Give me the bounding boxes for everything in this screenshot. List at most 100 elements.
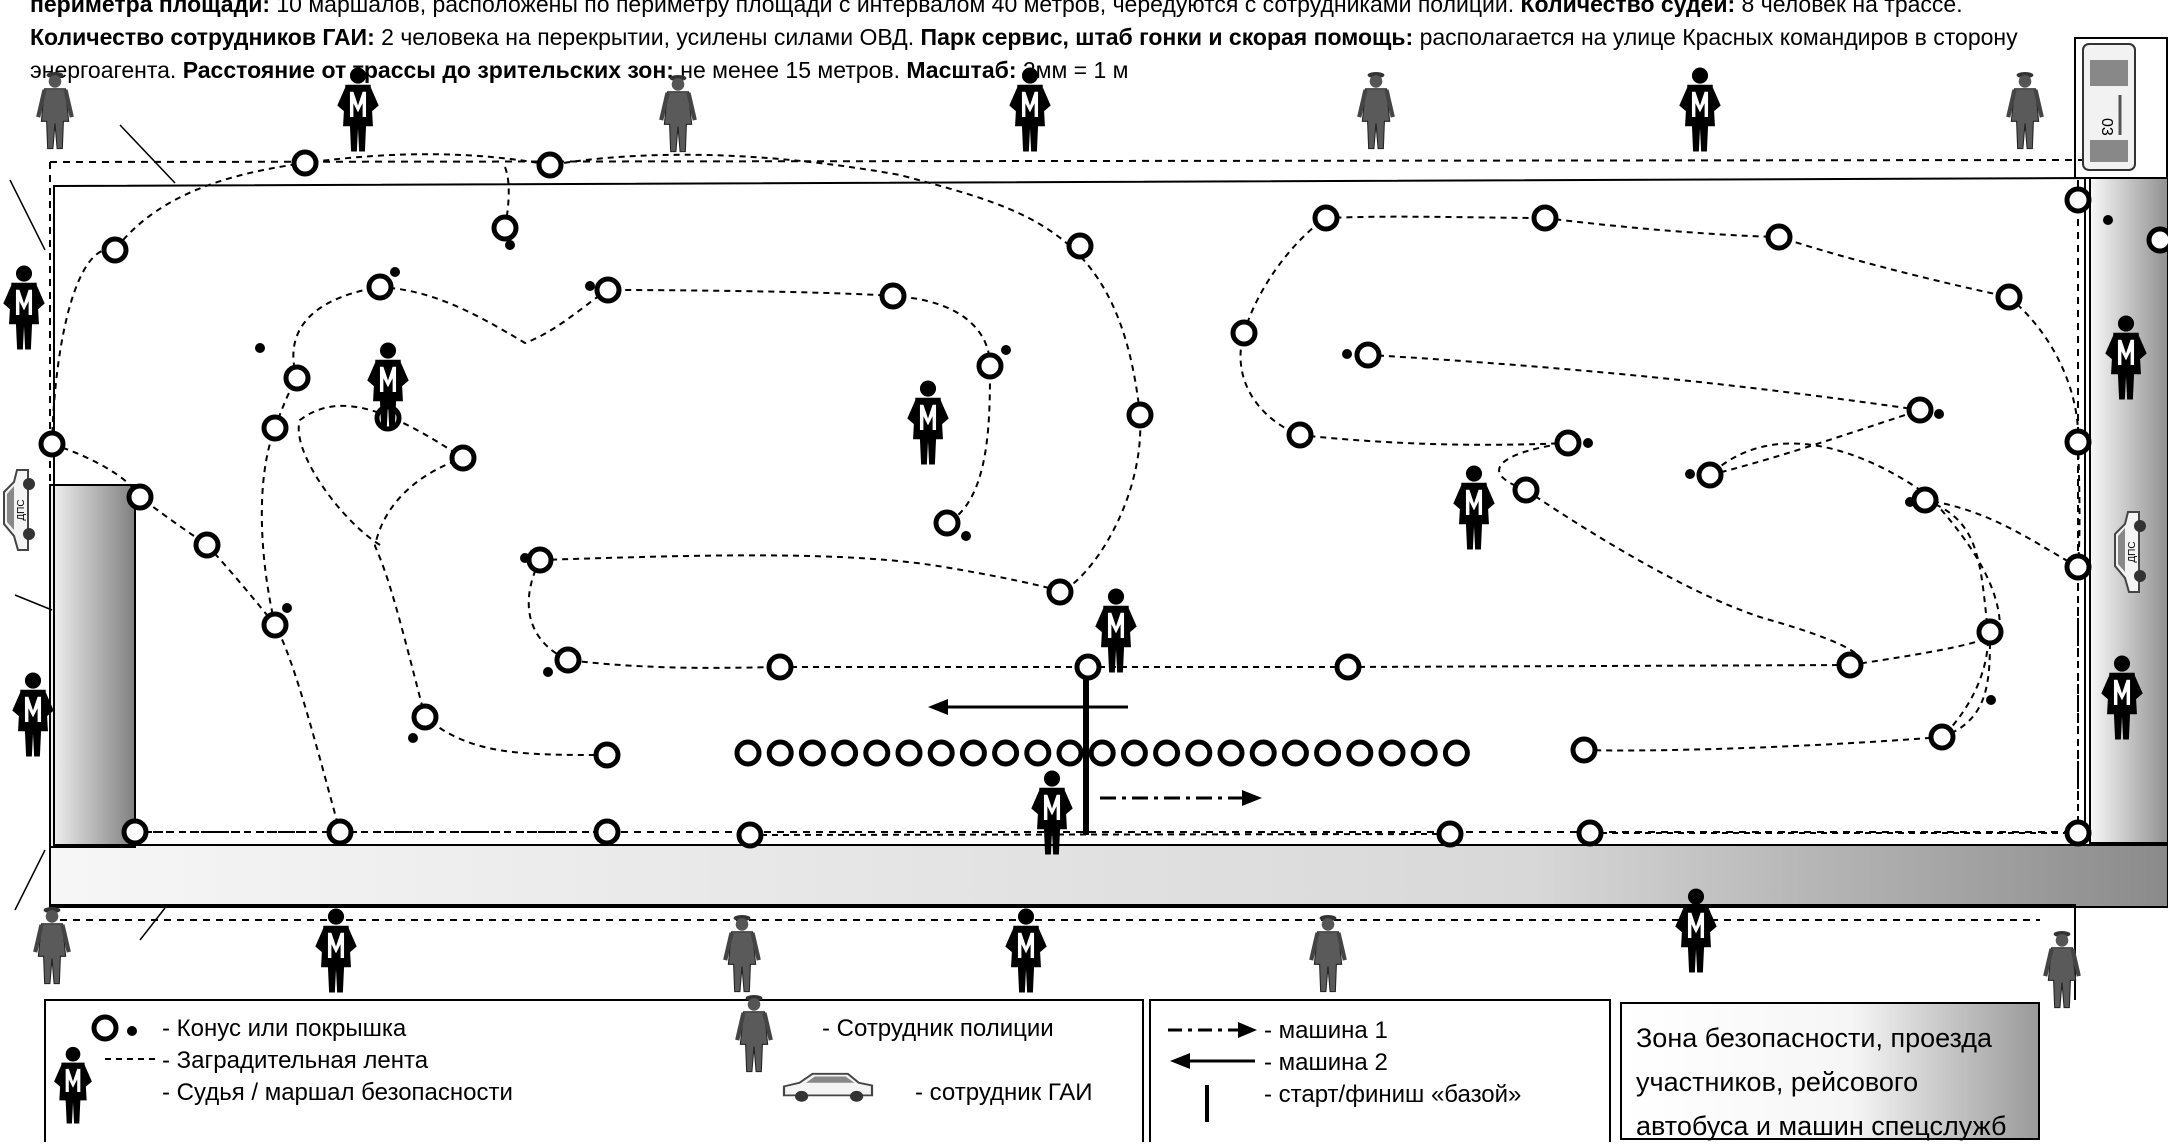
legend-cone-icon (91, 1014, 119, 1042)
cone-icon (879, 282, 907, 310)
legend-car1-label: - машина 1 (1264, 1017, 1388, 1044)
tire-dot-icon (961, 531, 971, 541)
course-lines (51, 153, 2081, 836)
cone-icon (1911, 486, 1939, 514)
cone-icon (1512, 476, 1540, 504)
cone-icon (2064, 186, 2092, 214)
tire-dot-icon (2103, 215, 2113, 225)
marshal-icon (337, 67, 379, 152)
cone-icon (1570, 736, 1598, 764)
tire-dot-icon (1342, 349, 1352, 359)
cone-icon (121, 818, 149, 846)
tire-dot-icon (1001, 345, 1011, 355)
cone-icon (411, 703, 439, 731)
police-icon (2008, 72, 2042, 149)
cone-icon (2064, 553, 2092, 581)
police-icon (661, 75, 695, 152)
cone-icon (1995, 283, 2023, 311)
tire-dot-icon (505, 240, 515, 250)
cone-icon (593, 818, 621, 846)
cone-icon (193, 531, 221, 559)
car1-arrow (1100, 790, 1262, 806)
legend-police-icon (737, 995, 771, 1072)
cone-icon (1120, 739, 1148, 767)
cone-icon (959, 739, 987, 767)
cone-icon (895, 739, 923, 767)
marshal-icon (1095, 588, 1137, 673)
cone-icon (1436, 820, 1464, 848)
legend-marshal-label: - Судья / маршал безопасности (162, 1079, 513, 1106)
legend-frames (44, 999, 1611, 1142)
header-line-2: Количество сотрудников ГАИ: 2 человека н… (30, 21, 2110, 87)
cone-icon (766, 739, 794, 767)
header-label: Масштаб: (906, 57, 1017, 83)
tire-dot-icon (390, 267, 400, 277)
ambulance-icon: 03 (2082, 43, 2136, 171)
header-value: не менее 15 метров. (673, 57, 907, 83)
cone-icon (283, 364, 311, 392)
police-icon (35, 907, 69, 984)
legend: - Конус или покрышка - Заградительная ле… (54, 995, 1521, 1124)
cone-icon (1249, 739, 1277, 767)
cone-icon (38, 430, 66, 458)
right-road (2089, 177, 2168, 844)
cone-icon (1976, 618, 2004, 646)
header-value: 2мм = 1 м (1016, 57, 1129, 83)
cone-icon (831, 739, 859, 767)
cone-icon (449, 444, 477, 472)
cone-icon (1576, 819, 1604, 847)
cone-icon (1906, 396, 1934, 424)
cone-icon (374, 404, 402, 432)
barrier-tape (49, 159, 2086, 921)
safety-zone-note: Зона безопасности, проезда участников, р… (1620, 1002, 2040, 1141)
cone-icon (1378, 739, 1406, 767)
cone-icon (992, 739, 1020, 767)
cone-icon (1442, 739, 1470, 767)
cone-icon (736, 821, 764, 849)
dps-car-left: ДПС (3, 469, 36, 551)
cone-icon (1410, 739, 1438, 767)
cone-icon (1346, 739, 1374, 767)
header-label: Количество судей: (1520, 0, 1736, 17)
dps-car-right: ДПС (2114, 511, 2147, 593)
cone-icon (1126, 401, 1154, 429)
cone-icon (291, 149, 319, 177)
police-icon (725, 915, 759, 992)
cone-icon (491, 214, 519, 242)
cone-icon (126, 483, 154, 511)
cone-icon (2146, 226, 2168, 254)
cone-icon (1354, 341, 1382, 369)
cone-icon (1928, 723, 1956, 751)
cone-icon (1281, 739, 1309, 767)
cone-icon (863, 739, 891, 767)
dps-label: ДПС (16, 499, 27, 520)
cone-icon (1153, 739, 1181, 767)
tire-dot-icon (282, 603, 292, 613)
cone-icon (1696, 461, 1724, 489)
tire-dot-icon (520, 553, 530, 563)
cone-icon (734, 739, 762, 767)
header-label: периметра площади: (30, 0, 270, 17)
cone-icon (933, 509, 961, 537)
dps-label: ДПС (2127, 541, 2138, 562)
cone-icon (1074, 653, 1102, 681)
cone-icon (593, 741, 621, 769)
cone-icon (1024, 739, 1052, 767)
tire-dot-icon (1685, 469, 1695, 479)
left-road (49, 484, 136, 848)
header-line-1: периметра площади: 10 маршалов, располож… (30, 0, 2110, 21)
police-icon (2045, 931, 2079, 1008)
cone-icon (766, 653, 794, 681)
cone-icon (927, 739, 955, 767)
cone-icon (2064, 819, 2092, 847)
cone-icon (261, 611, 289, 639)
cone-icon (1286, 421, 1314, 449)
legend-marshal-icon (54, 1046, 92, 1124)
tire-dot-icon (1905, 497, 1915, 507)
tire-dots (255, 215, 2113, 743)
marshal-icon (315, 908, 357, 993)
cone-icon (101, 236, 129, 264)
header-text: периметра площади: 10 маршалов, располож… (30, 0, 2110, 87)
legend-tape-label: - Заградительная лента (162, 1047, 429, 1074)
